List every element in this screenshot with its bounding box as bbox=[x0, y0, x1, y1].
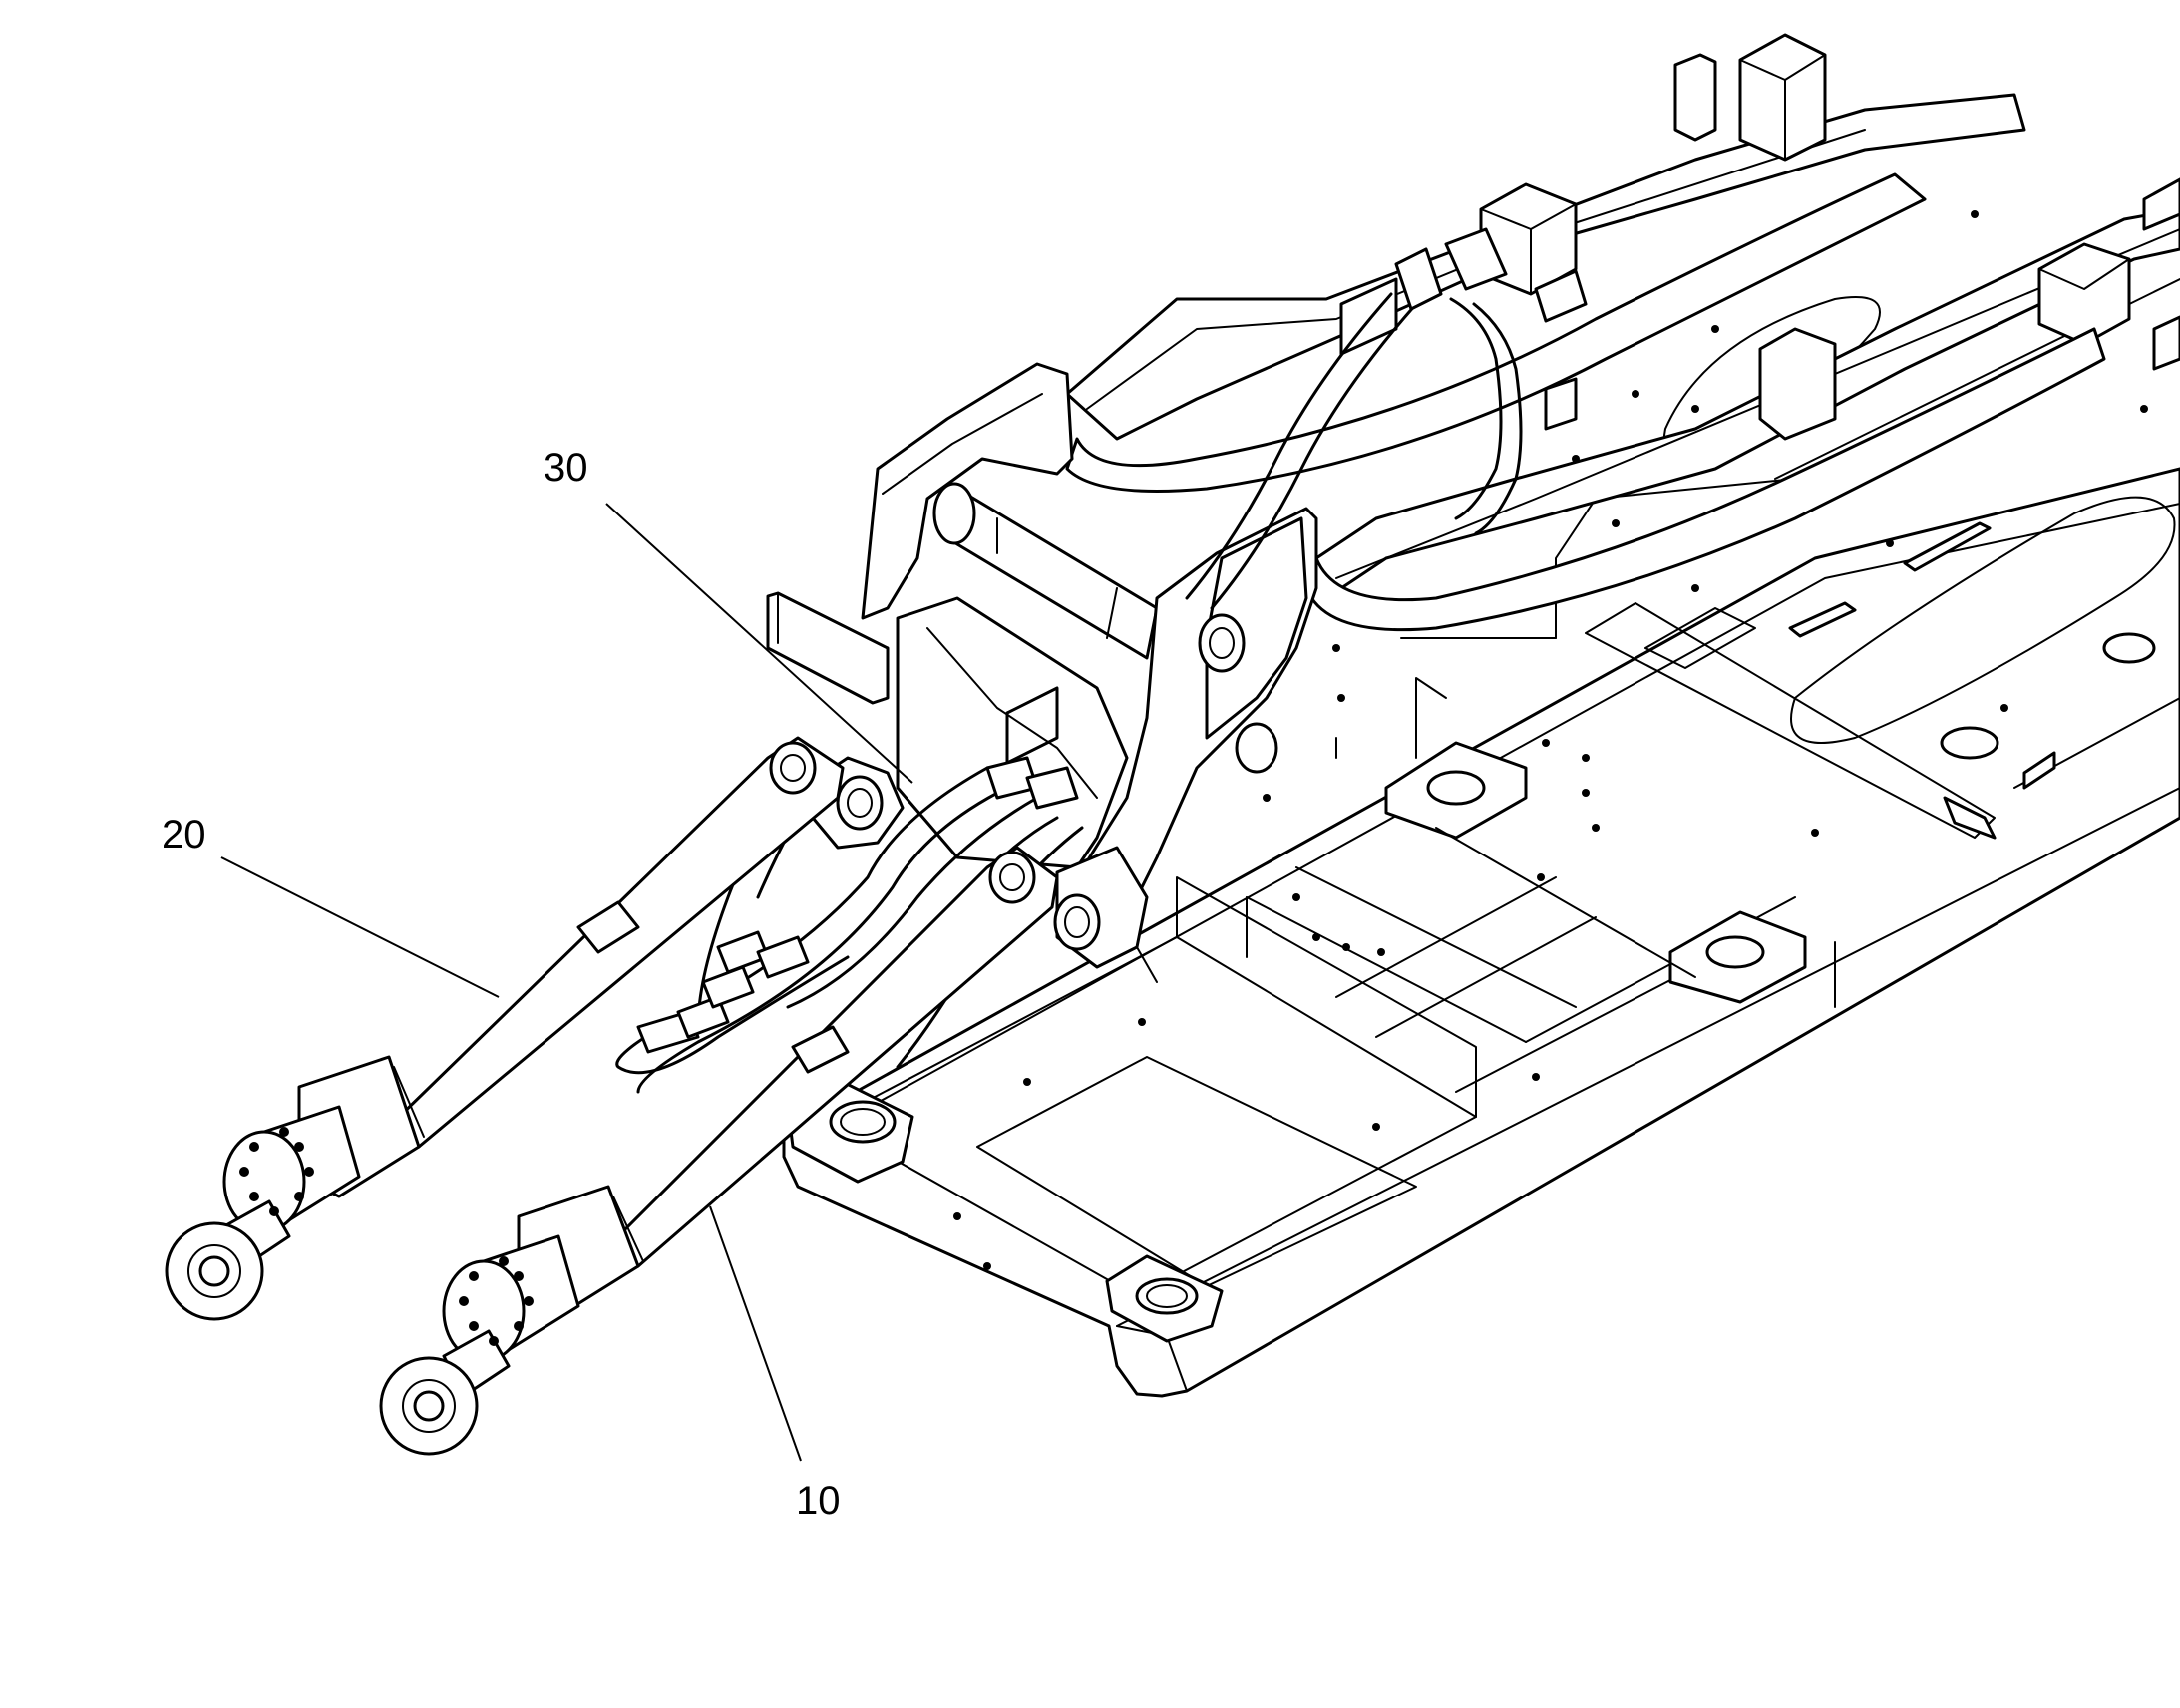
callout-label-30: 30 bbox=[544, 446, 588, 490]
leader-line-30 bbox=[605, 503, 913, 784]
callout-label-10: 10 bbox=[796, 1479, 841, 1523]
callout-label-20: 20 bbox=[162, 813, 206, 856]
chassis-frame bbox=[782, 33, 2180, 1398]
leader-line-10 bbox=[709, 1205, 802, 1462]
leader-line-20 bbox=[220, 856, 500, 998]
tilt-cylinder-20 bbox=[165, 736, 845, 1321]
lift-cylinder-10 bbox=[379, 846, 1059, 1456]
frame-bolts bbox=[953, 210, 2148, 1270]
callout-labels: 30 20 10 bbox=[162, 446, 841, 1523]
callout-leaders bbox=[220, 503, 913, 1462]
